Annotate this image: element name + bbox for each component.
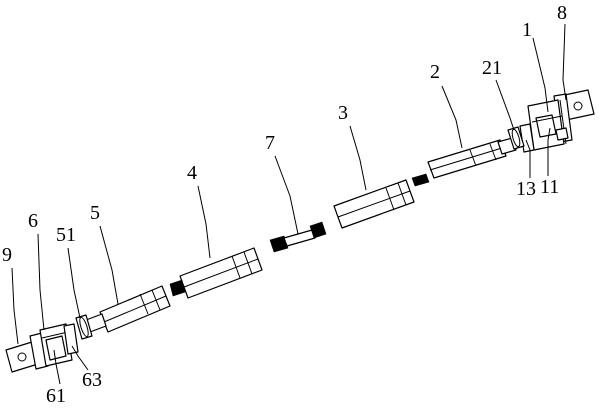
thread-4-5 bbox=[169, 279, 186, 297]
leader-lines bbox=[11, 23, 567, 385]
label-7: 7 bbox=[265, 132, 275, 154]
rod-segment-5 bbox=[75, 285, 171, 340]
rod-segment-4 bbox=[179, 247, 263, 299]
rod-segment-3 bbox=[333, 179, 415, 229]
thread-2-3 bbox=[411, 173, 430, 187]
label-3: 3 bbox=[338, 102, 348, 124]
left-mounting-bracket bbox=[5, 323, 79, 373]
right-mounting-bracket bbox=[519, 89, 595, 153]
label-8: 8 bbox=[557, 2, 567, 24]
label-2: 2 bbox=[430, 61, 440, 83]
rod-segment-2 bbox=[427, 126, 525, 179]
label-63: 63 bbox=[82, 369, 102, 391]
label-61: 61 bbox=[46, 385, 66, 407]
label-9: 9 bbox=[2, 244, 12, 266]
connector-7 bbox=[269, 221, 327, 253]
label-6: 6 bbox=[28, 210, 38, 232]
label-11: 11 bbox=[540, 176, 560, 198]
label-4: 4 bbox=[187, 162, 197, 184]
label-1: 1 bbox=[522, 19, 532, 41]
label-51: 51 bbox=[56, 224, 76, 246]
label-21: 21 bbox=[482, 57, 502, 79]
label-13: 13 bbox=[516, 178, 536, 200]
label-5: 5 bbox=[90, 202, 100, 224]
